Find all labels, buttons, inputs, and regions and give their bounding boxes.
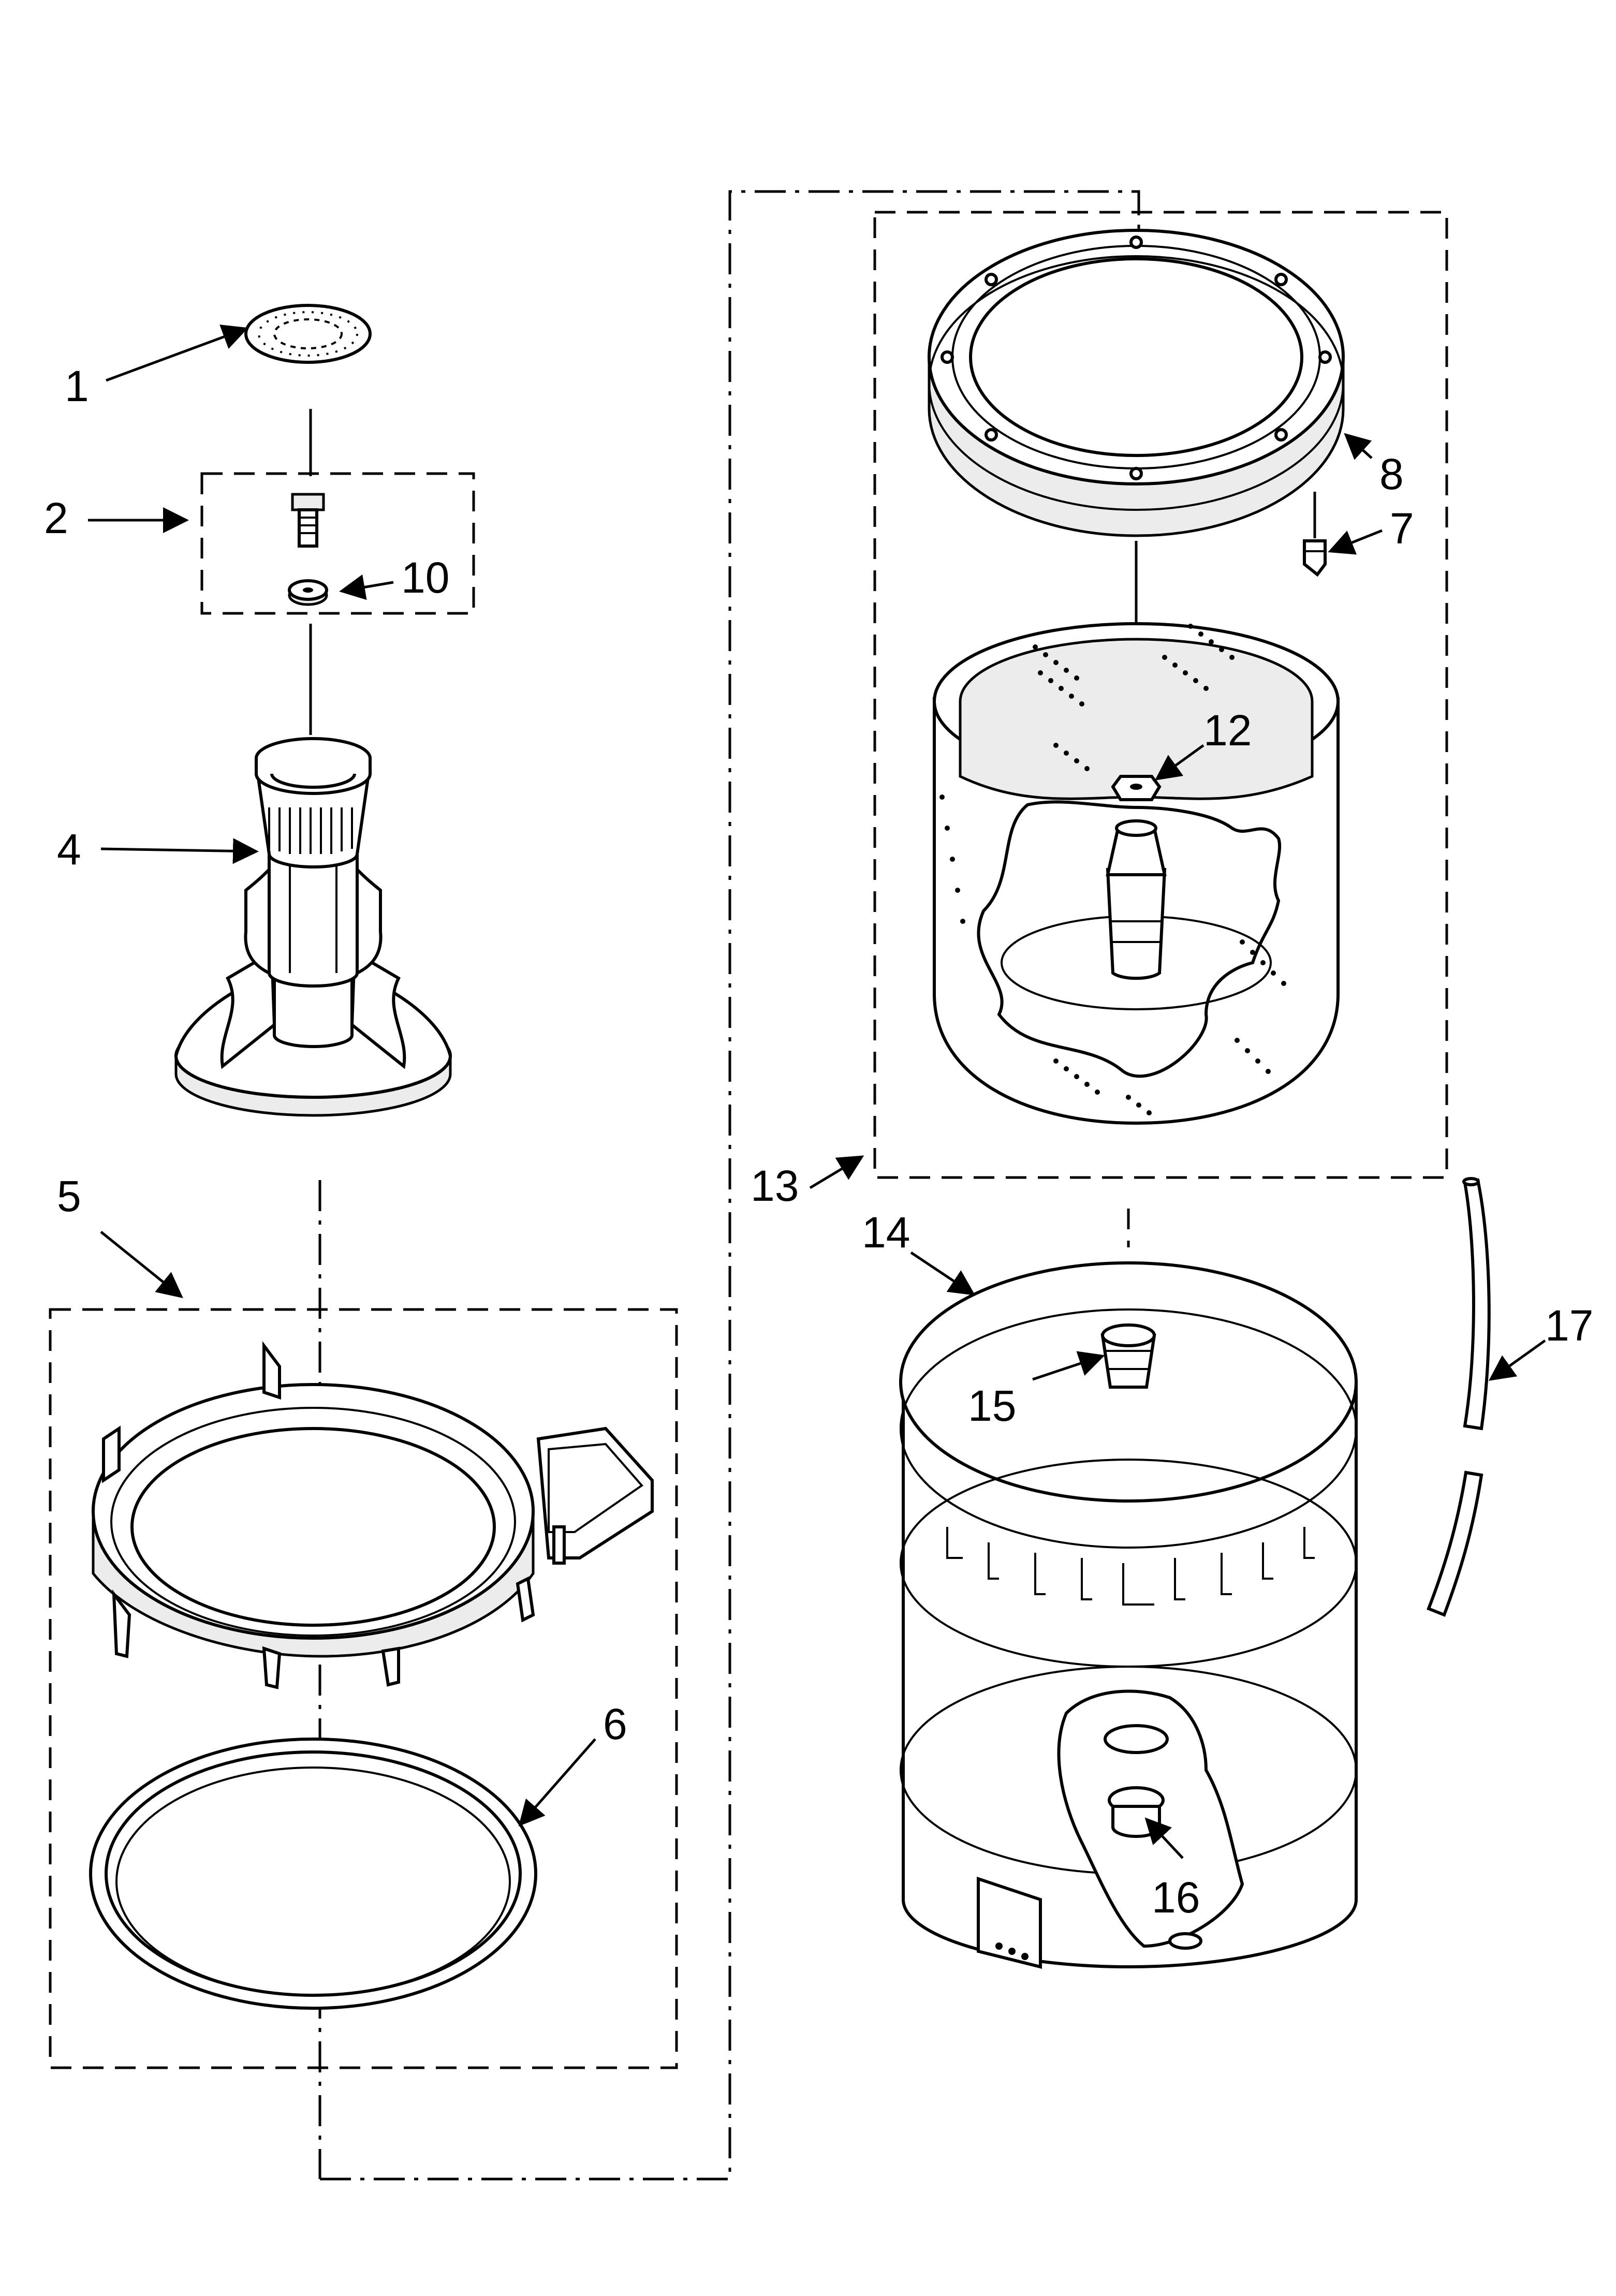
callout-12: 12	[1203, 706, 1252, 755]
group-box-2	[200, 472, 475, 615]
spin-basket	[933, 622, 1340, 1125]
callout-4: 4	[57, 825, 81, 874]
callout-labels: 1 2 10 4 5 6 8 7 12 13 14 15 16 17	[44, 362, 1593, 1922]
washer	[288, 579, 328, 606]
seal-ring	[89, 1738, 537, 2010]
leader-lines	[88, 325, 1546, 1859]
agitator	[174, 737, 452, 1117]
tub-bearing	[1100, 1323, 1156, 1389]
agitator-cap	[244, 304, 372, 364]
balance-ring	[928, 229, 1345, 537]
hose	[1427, 1177, 1491, 1617]
tub-ring	[92, 1341, 654, 1689]
callout-14: 14	[862, 1208, 910, 1257]
callout-16: 16	[1152, 1873, 1200, 1922]
callout-15: 15	[968, 1381, 1016, 1430]
spanner-nut	[1111, 775, 1162, 801]
callout-10: 10	[401, 553, 449, 602]
callout-17: 17	[1545, 1301, 1593, 1350]
callout-6: 6	[603, 1700, 627, 1748]
clip	[1303, 539, 1327, 577]
callout-7: 7	[1390, 504, 1414, 553]
callout-5: 5	[57, 1172, 81, 1220]
callout-8: 8	[1379, 450, 1404, 498]
callout-13: 13	[751, 1161, 799, 1210]
callout-1: 1	[65, 362, 89, 410]
group-box-5	[49, 1308, 678, 2069]
agitator-bolt	[291, 493, 325, 548]
callout-2: 2	[44, 494, 68, 542]
